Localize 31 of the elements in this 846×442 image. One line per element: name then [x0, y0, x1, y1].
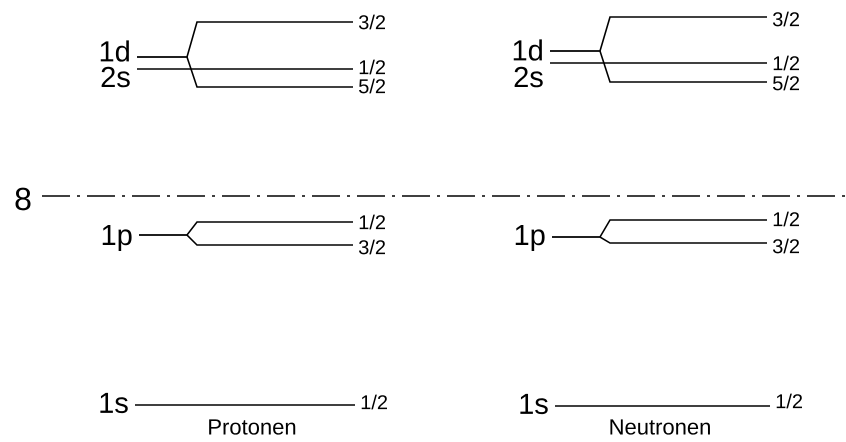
spin-label: 1/2: [776, 394, 802, 408]
spin-label: 5/2: [359, 78, 385, 94]
level-line: [139, 234, 353, 246]
level-line: [555, 405, 770, 407]
level-line: [550, 62, 767, 64]
level-label: 1d: [514, 39, 542, 61]
magic-number-label: 8: [16, 188, 30, 210]
level-line: [137, 68, 353, 70]
column-label: Neutronen: [610, 419, 710, 435]
level-label: 1p: [516, 225, 545, 251]
spin-label: 1/2: [360, 214, 385, 230]
spin-label: 1/2: [360, 60, 385, 74]
level-label: 1p: [102, 225, 132, 251]
level-line: [135, 404, 355, 406]
level-line: [552, 236, 767, 244]
column-label: Protonen: [209, 419, 296, 435]
spin-label: 3/2: [772, 238, 799, 254]
level-label: 2s: [514, 66, 543, 88]
level-label: 2s: [102, 66, 130, 88]
spin-label: 3/2: [358, 14, 385, 30]
spin-label: 3/2: [358, 240, 385, 254]
level-line: [550, 50, 767, 83]
level-label: 1s: [520, 394, 548, 414]
spin-label: 1/2: [774, 212, 799, 226]
spin-label: 5/2: [773, 76, 799, 90]
level-line: [137, 56, 353, 88]
spin-label: 1/2: [774, 56, 799, 70]
level-label: 1d: [100, 40, 129, 62]
spin-label: 1/2: [362, 394, 387, 410]
level-label: 1s: [100, 392, 128, 414]
spin-label: 3/2: [772, 12, 799, 26]
